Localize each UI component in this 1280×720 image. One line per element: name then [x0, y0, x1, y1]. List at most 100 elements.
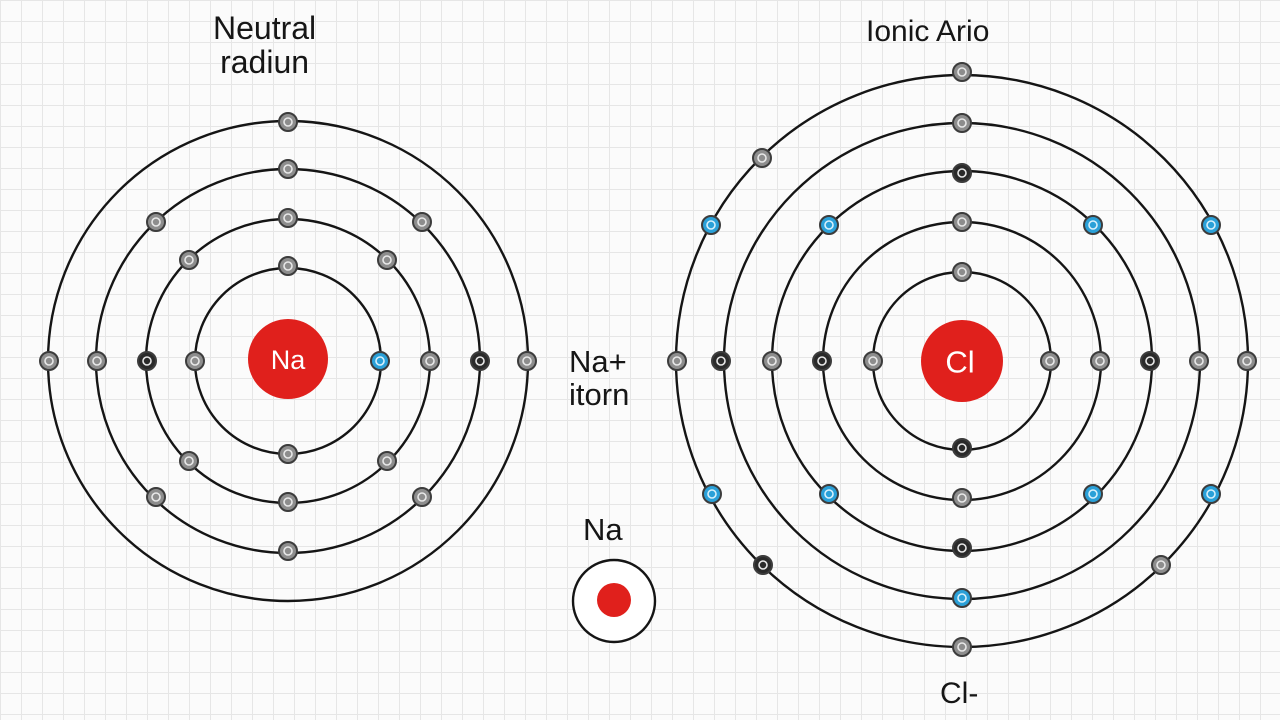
na-electron: [137, 351, 157, 371]
na-nucleus-symbol: Na: [271, 345, 306, 375]
cl-electron-ring: [1088, 489, 1098, 499]
neutral-title-line2: radiun: [220, 43, 310, 80]
cl-electron-ring: [707, 489, 717, 499]
small-na-nucleus: [597, 583, 631, 617]
na-ion-label: Na+ itorn: [569, 345, 630, 412]
cl-electron-body: [1151, 555, 1171, 575]
cl-electron: [863, 351, 883, 371]
na-electron-body: [412, 212, 432, 232]
na-electron: [185, 351, 205, 371]
na-electron-body: [278, 112, 298, 132]
cl-electron-ring: [1045, 356, 1055, 366]
cl-electron-ring: [824, 220, 834, 230]
neutral-radius-title: Neutral radiun: [213, 10, 317, 80]
cl-electron: [1140, 351, 1160, 371]
na-electron: [146, 487, 166, 507]
cl-nucleus-symbol: Cl: [945, 345, 974, 380]
na-electron: [278, 208, 298, 228]
na-electron-ring: [151, 492, 161, 502]
cl-electron-ring: [957, 493, 967, 503]
cl-electron-body: [1237, 351, 1257, 371]
na-electron-ring: [522, 356, 532, 366]
na-electron-body: [420, 351, 440, 371]
cl-electron: [752, 148, 772, 168]
na-electrons: [39, 112, 537, 561]
na-electron-ring: [375, 356, 385, 366]
na-electron: [412, 487, 432, 507]
cl-electron-body: [1189, 351, 1209, 371]
cl-electron-body: [952, 262, 972, 282]
na-electron-ring: [190, 356, 200, 366]
cl-electron: [753, 555, 773, 575]
na-electron-ring: [283, 213, 293, 223]
cl-electron-body: [667, 351, 687, 371]
cl-electron: [812, 351, 832, 371]
cl-electron-ring: [957, 168, 967, 178]
cl-electron-body: [753, 555, 773, 575]
cl-electron: [952, 588, 972, 608]
cl-electron-body: [1090, 351, 1110, 371]
cl-electron-ring: [758, 560, 768, 570]
cl-electron-body: [952, 637, 972, 657]
cl-electron-body: [762, 351, 782, 371]
na-electron-ring: [417, 492, 427, 502]
na-electron-body: [87, 351, 107, 371]
cl-electron: [1151, 555, 1171, 575]
na-electron-body: [278, 444, 298, 464]
cl-electron-body: [1140, 351, 1160, 371]
cl-electron-ring: [957, 443, 967, 453]
cl-electron: [819, 215, 839, 235]
cl-electron-ring: [706, 220, 716, 230]
na-electron-ring: [283, 546, 293, 556]
na-electron-body: [470, 351, 490, 371]
na-electron-ring: [44, 356, 54, 366]
na-electron-ring: [283, 164, 293, 174]
na-electron-ring: [283, 261, 293, 271]
cl-electron-body: [711, 351, 731, 371]
na-nucleus: [248, 319, 328, 399]
na-electron-ring: [184, 255, 194, 265]
sodium-atom: Na: [39, 112, 537, 603]
cl-electron-body: [952, 438, 972, 458]
cl-electron: [1040, 351, 1060, 371]
na-electron-body: [377, 451, 397, 471]
small-na-label: Na: [583, 512, 623, 547]
cl-electron-body: [1040, 351, 1060, 371]
cl-electron-body: [819, 484, 839, 504]
na-electron-body: [185, 351, 205, 371]
cl-electron: [819, 484, 839, 504]
cl-electron: [952, 212, 972, 232]
cl-electron-ring: [957, 267, 967, 277]
cl-electron-ring: [1095, 356, 1105, 366]
na-electron: [517, 351, 537, 371]
cl-electron: [1201, 215, 1221, 235]
cl-electron-ring: [672, 356, 682, 366]
na-electron: [179, 250, 199, 270]
cl-electron-ring: [824, 489, 834, 499]
cl-electron-body: [1083, 484, 1103, 504]
na-electron-body: [278, 159, 298, 179]
na-electron-body: [179, 451, 199, 471]
neutral-title-line1: Neutral: [213, 10, 317, 46]
ionic-title: Ionic Ario: [866, 15, 990, 48]
na-electron: [278, 541, 298, 561]
cl-electron-ring: [1088, 220, 1098, 230]
na-electron: [39, 351, 59, 371]
cl-electron: [1083, 215, 1103, 235]
cl-electron: [702, 484, 722, 504]
cl-electron-ring: [767, 356, 777, 366]
na-electron-body: [146, 212, 166, 232]
na-electron-body: [179, 250, 199, 270]
cl-electron-ring: [1206, 220, 1216, 230]
na-electron-ring: [417, 217, 427, 227]
na-electron: [179, 451, 199, 471]
na-electron-ring: [382, 255, 392, 265]
na-electron: [370, 351, 390, 371]
cl-electron-ring: [1156, 560, 1166, 570]
cl-electron-body: [819, 215, 839, 235]
na-electron: [377, 250, 397, 270]
cl-electron: [952, 538, 972, 558]
cl-electron-body: [1201, 484, 1221, 504]
na-ion-label-line2: itorn: [569, 376, 630, 412]
